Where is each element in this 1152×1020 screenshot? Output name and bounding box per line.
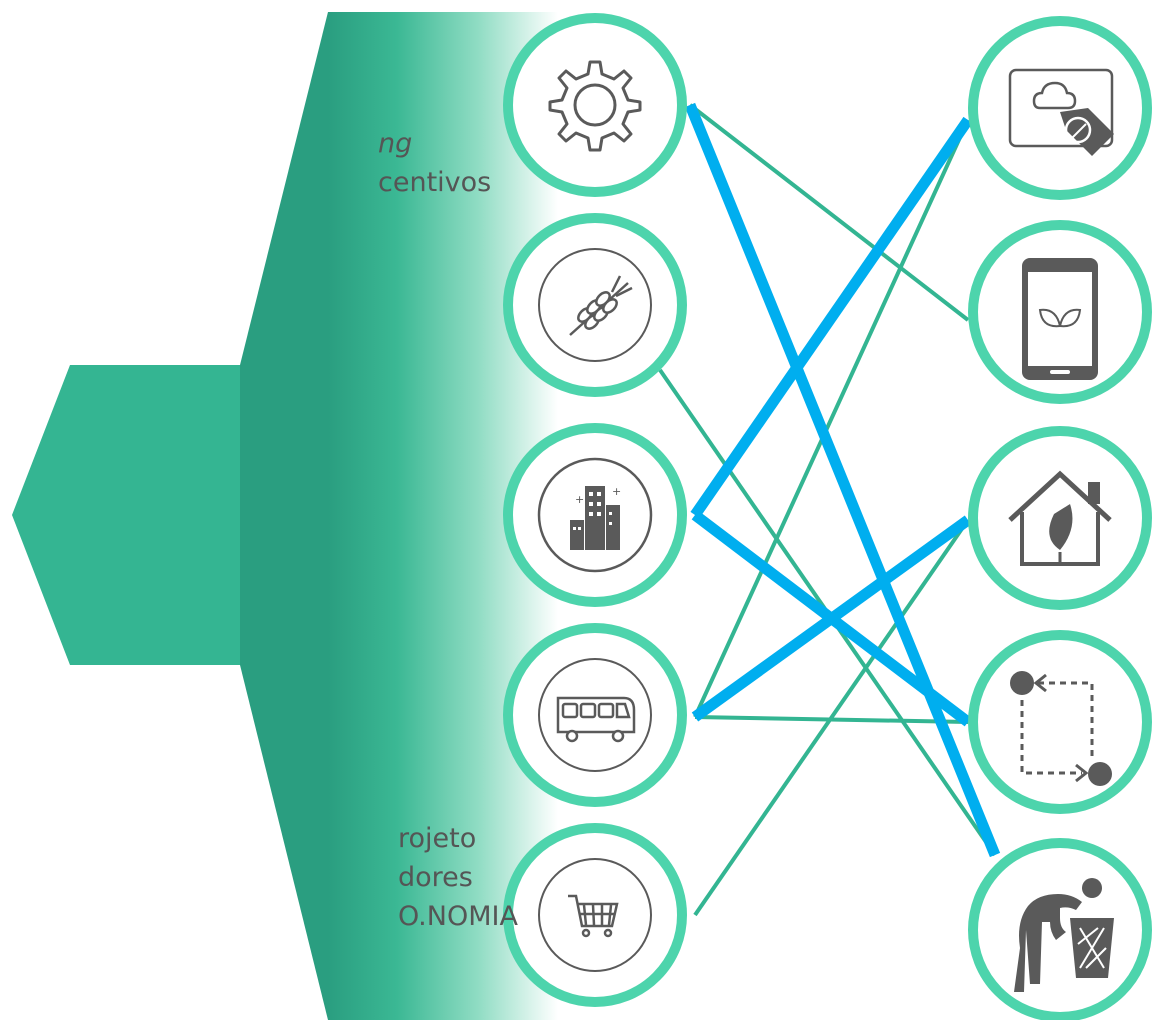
wheat-icon	[569, 275, 633, 336]
text-bottom-line3: O.NOMIA	[398, 901, 518, 932]
city-buildings-icon: + +	[570, 485, 621, 550]
link-gear-to-smartphone-leaves	[688, 103, 970, 322]
text-top-line2: centivos	[378, 167, 492, 198]
svg-text:+: +	[575, 493, 584, 506]
node-eco-house	[968, 426, 1152, 610]
arrow-tail-hexagon	[12, 365, 240, 665]
node-bus	[503, 623, 687, 807]
node-trash	[968, 838, 1152, 1020]
node-cloud-tag	[968, 16, 1152, 200]
nodes: + +	[503, 13, 1152, 1020]
text-bottom-line2: dores	[398, 862, 473, 893]
arrow-head-funnel	[240, 12, 328, 1020]
node-city: + +	[503, 423, 687, 607]
text-top-line1: ng	[378, 128, 413, 159]
text-block-top: ng centivos	[378, 124, 491, 202]
smartphone-leaves-icon	[1022, 258, 1098, 380]
svg-text:+: +	[612, 485, 621, 498]
node-route	[968, 630, 1152, 814]
link-shopping-cart-to-eco-house	[693, 518, 970, 917]
link-gear-to-person-trash-bin	[684, 102, 1001, 858]
node-wheat	[503, 213, 687, 397]
cloud-leaf-tag-icon	[1008, 68, 1114, 156]
node-smartphone	[968, 220, 1152, 404]
connection-links	[658, 102, 1001, 917]
shopping-cart-icon	[568, 894, 619, 938]
text-block-bottom: rojeto dores O.NOMIA	[398, 819, 518, 936]
link-city-buildings-to-cloud-leaf-tag	[690, 116, 973, 519]
gear-icon	[548, 60, 642, 152]
node-cart	[503, 823, 687, 1007]
node-gear	[503, 13, 687, 197]
route-arrows-icon	[1010, 671, 1112, 786]
text-bottom-line1: rojeto	[398, 823, 477, 854]
link-bus-to-eco-house	[691, 515, 972, 722]
link-bus-to-cloud-leaf-tag	[693, 119, 970, 718]
bus-icon	[556, 696, 636, 743]
eco-house-icon	[1008, 470, 1112, 566]
person-trash-bin-icon	[1014, 878, 1114, 992]
